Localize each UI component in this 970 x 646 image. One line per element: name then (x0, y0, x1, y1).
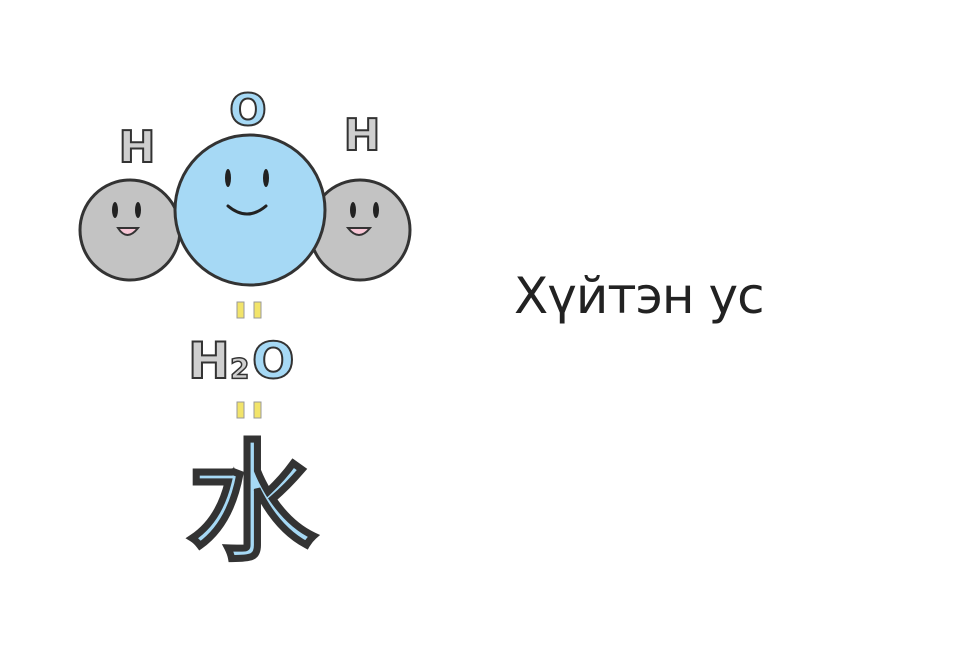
oxygen-label: O (229, 85, 266, 136)
water-kanji: 水 (187, 427, 318, 579)
oxygen-atom (173, 133, 327, 287)
h2o-formula: H 2 O (187, 331, 296, 391)
hydrogen-atom-right (308, 178, 412, 282)
water-molecule-drawing: O H H H 2 O 水 (78, 84, 412, 581)
hydrogen-atom-left (78, 178, 182, 282)
equals-mark-top (236, 301, 262, 319)
formula-subscript: 2 (230, 352, 249, 385)
water-molecule-illustration: O H H H 2 O 水 (70, 70, 440, 590)
hydrogen-label-left: H (119, 122, 156, 173)
equals-mark-bottom (236, 401, 262, 419)
formula-h: H (188, 332, 230, 390)
caption-text: Хүйтэн ус (514, 267, 765, 325)
formula-o: O (252, 332, 295, 390)
hydrogen-label-right: H (344, 110, 381, 161)
